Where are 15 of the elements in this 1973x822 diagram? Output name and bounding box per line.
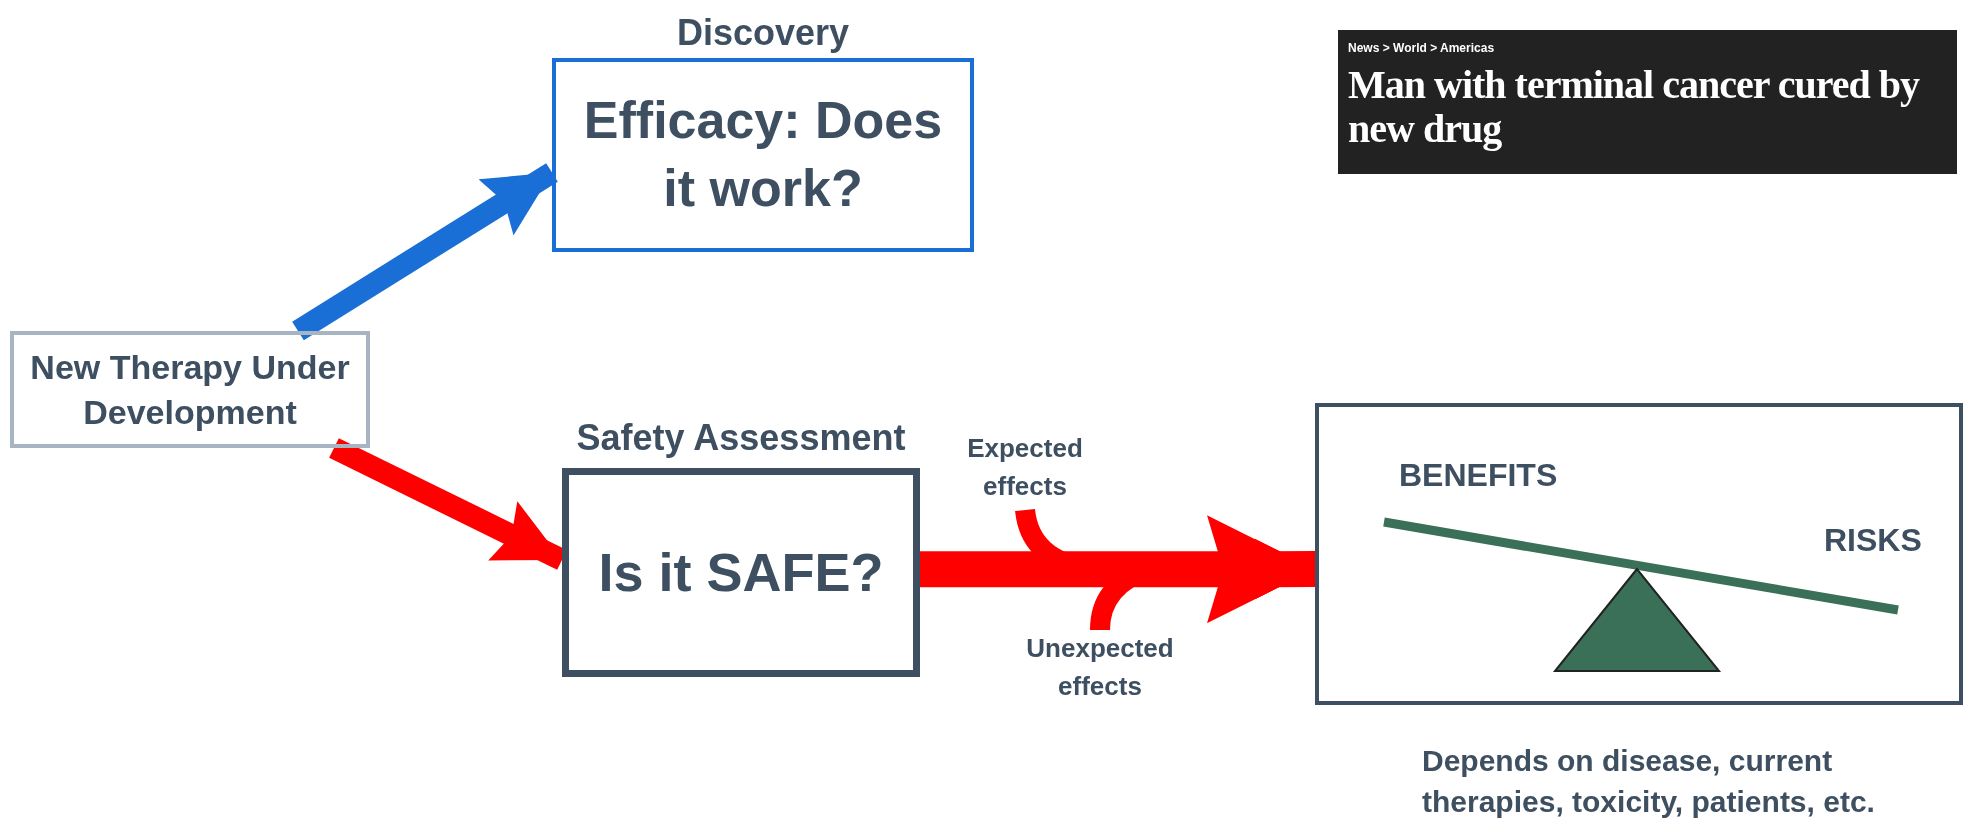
benefits-label: BENEFITS: [1399, 457, 1558, 494]
risks-label: RISKS: [1824, 522, 1922, 559]
process-box: Efficacy: Does it work?: [552, 58, 974, 252]
box-heading: Safety Assessment: [575, 416, 907, 460]
process-box: New Therapy Under Development: [10, 331, 370, 448]
caption-text: Depends on disease, current therapies, toxicity, patients, etc.: [1422, 743, 1876, 820]
effect-label: Unexpected effects: [1010, 630, 1190, 710]
box-heading: Discovery: [675, 11, 851, 55]
arrow: [292, 163, 558, 341]
headline-text: Man with terminal cancer cured by new drug: [1348, 63, 1921, 151]
breadcrumb-text: News > World > Americas: [1348, 41, 1495, 55]
process-box: Is it SAFE?: [562, 468, 920, 677]
news-headline-card: [1338, 30, 1957, 174]
arrow: [919, 515, 1315, 624]
effect-label: Expected effects: [950, 430, 1100, 510]
